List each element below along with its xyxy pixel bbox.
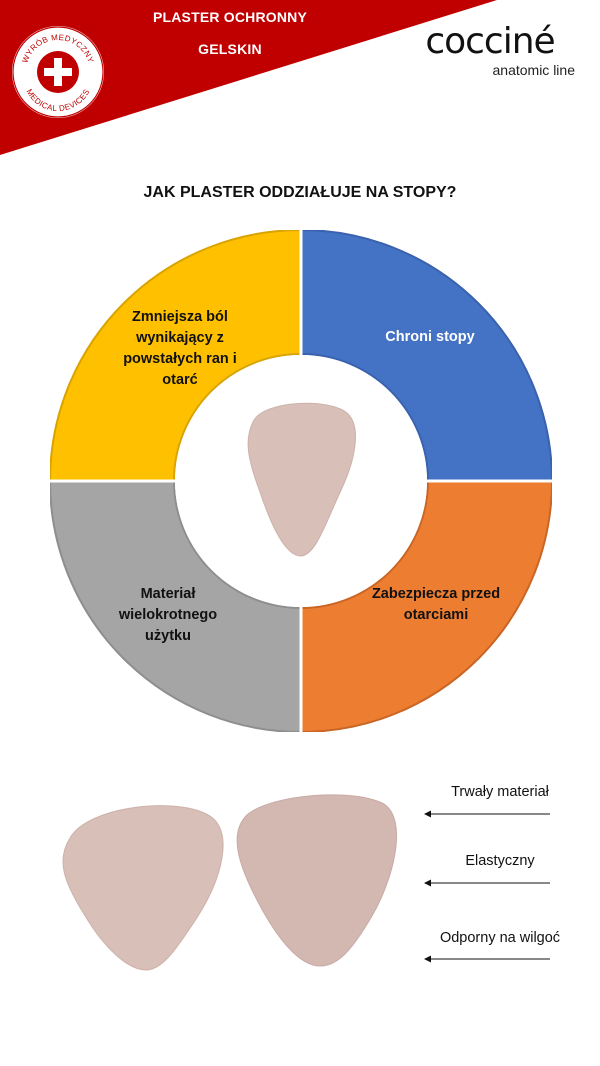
brand-name: cocciné xyxy=(425,21,555,62)
brand-logo: cocciné anatomic line xyxy=(395,21,585,79)
pad-image-left xyxy=(62,805,224,971)
arrow-left-icon xyxy=(424,879,550,887)
feature-durable: Trwały materiał xyxy=(451,784,549,800)
center-pad-image xyxy=(247,402,356,557)
page-title: JAK PLASTER ODDZIAŁUJE NA STOPY? xyxy=(143,184,457,201)
arrow-left-icon xyxy=(424,810,550,818)
medical-cross-icon xyxy=(37,51,79,93)
feature-elastic: Elastyczny xyxy=(465,853,535,869)
segment-pain-relief xyxy=(50,230,302,482)
brand-subtitle: anatomic line xyxy=(492,62,576,78)
benefits-donut xyxy=(50,230,552,732)
label-pain-relief: Zmniejsza ból wynikający z powstałych ra… xyxy=(123,309,237,388)
arrow-left-icon xyxy=(424,955,550,963)
segment-chafing xyxy=(300,480,552,732)
pad-image-right xyxy=(236,794,397,967)
label-protection: Chroni stopy xyxy=(385,329,475,345)
label-chafing: Zabezpiecza przed otarciami xyxy=(371,586,501,623)
segment-protection xyxy=(300,230,552,482)
medical-device-badge: WYRÓB MEDYCZNY MEDICAL DEVICES xyxy=(12,26,104,118)
feature-moisture-resistant: Odporny na wilgoć xyxy=(439,930,561,946)
label-reusable: Materiał wielokrotnego użytku xyxy=(118,586,218,644)
header-band xyxy=(0,0,497,155)
product-type: PLASTER OCHRONNY xyxy=(152,9,308,25)
segment-reusable xyxy=(50,480,302,732)
product-name: GELSKIN xyxy=(198,41,262,57)
